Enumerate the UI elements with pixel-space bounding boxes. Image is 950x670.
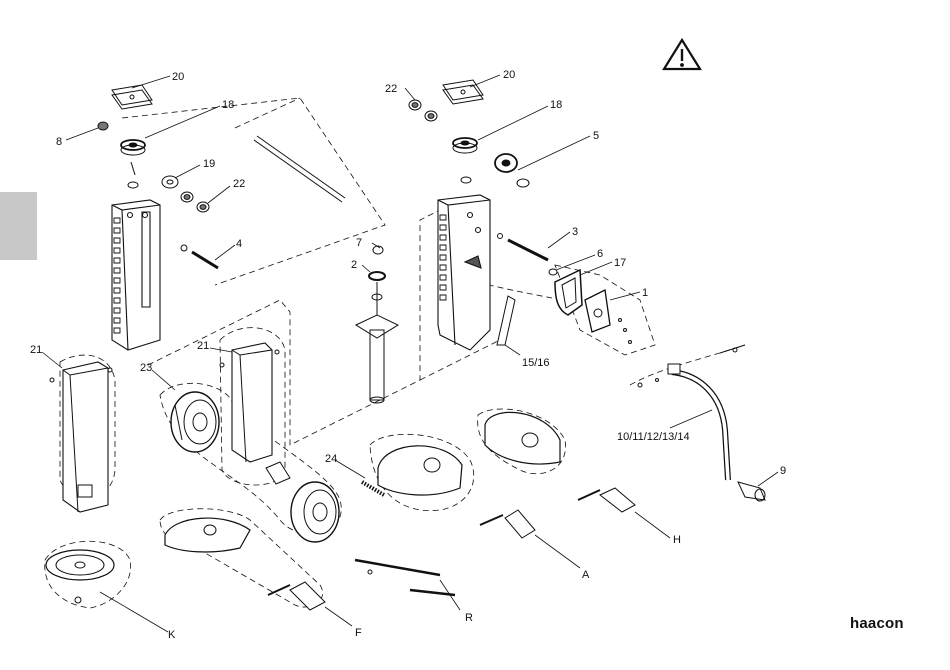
- brand-logo-text: haacon: [850, 615, 904, 632]
- left-jack-leg: [112, 200, 160, 350]
- long-drive-shaft: [254, 136, 345, 202]
- label-24: 24: [325, 453, 337, 465]
- label-20-left: 20: [172, 71, 184, 83]
- left-top-plate: [112, 85, 152, 109]
- part-labels: 20 18 8 19 22 4 22 20 18 5 7 2 3 6 17 1 …: [30, 69, 786, 641]
- label-5: 5: [593, 130, 599, 142]
- label-F: F: [355, 627, 362, 639]
- label-7: 7: [356, 237, 362, 249]
- right-bevel-gear: [453, 138, 477, 183]
- label-3: 3: [572, 226, 578, 238]
- center-spindle: [356, 246, 398, 403]
- right-jack-leg: [438, 195, 490, 350]
- label-21-middle: 21: [197, 340, 209, 352]
- assembly-guide-lines: [45, 98, 745, 608]
- label-18-left: 18: [222, 99, 234, 111]
- label-8: 8: [56, 136, 62, 148]
- label-23: 23: [140, 362, 152, 374]
- left-shaft-4: [181, 245, 218, 268]
- right-gear-5: [495, 154, 529, 187]
- wheel-23-upper: [171, 392, 219, 452]
- foot-H: [485, 412, 635, 512]
- label-R: R: [465, 612, 473, 624]
- left-bevel-gear: [121, 140, 145, 188]
- gearbox-cover-17: [555, 270, 582, 315]
- label-2: 2: [351, 259, 357, 271]
- label-A: A: [582, 569, 590, 581]
- foot-plate-K: [46, 550, 114, 603]
- wheel-axle: [266, 462, 290, 484]
- right-bearings-22: [409, 100, 437, 121]
- label-H: H: [673, 534, 681, 546]
- label-21-left: 21: [30, 344, 42, 356]
- label-18-right: 18: [550, 99, 562, 111]
- crank-handle: [638, 345, 745, 480]
- gearbox-housing-1: [585, 290, 632, 344]
- label-22-left: 22: [233, 178, 245, 190]
- label-20-right: 20: [503, 69, 515, 81]
- label-17: 17: [614, 257, 626, 269]
- right-shaft-3: [498, 234, 558, 276]
- label-6: 6: [597, 248, 603, 260]
- label-19: 19: [203, 158, 215, 170]
- label-22-right: 22: [385, 83, 397, 95]
- extension-leg-21-middle: [220, 343, 279, 462]
- bracket-15-16: [497, 296, 515, 345]
- label-15-16: 15/16: [522, 357, 550, 369]
- right-top-plate: [443, 80, 483, 104]
- pins-R: [355, 560, 455, 595]
- extension-leg-21-left: [50, 362, 112, 512]
- left-bearings-22: [181, 192, 209, 212]
- label-10-14: 10/11/12/13/14: [617, 431, 690, 443]
- label-1: 1: [642, 287, 648, 299]
- warning-icon: [664, 40, 700, 69]
- crank-grip-9: [738, 482, 765, 501]
- leader-lines: [42, 75, 778, 632]
- label-4: 4: [236, 238, 242, 250]
- label-9: 9: [780, 465, 786, 477]
- label-K: K: [168, 629, 176, 641]
- left-nut: [98, 122, 108, 130]
- wheel-23-lower: [291, 482, 339, 542]
